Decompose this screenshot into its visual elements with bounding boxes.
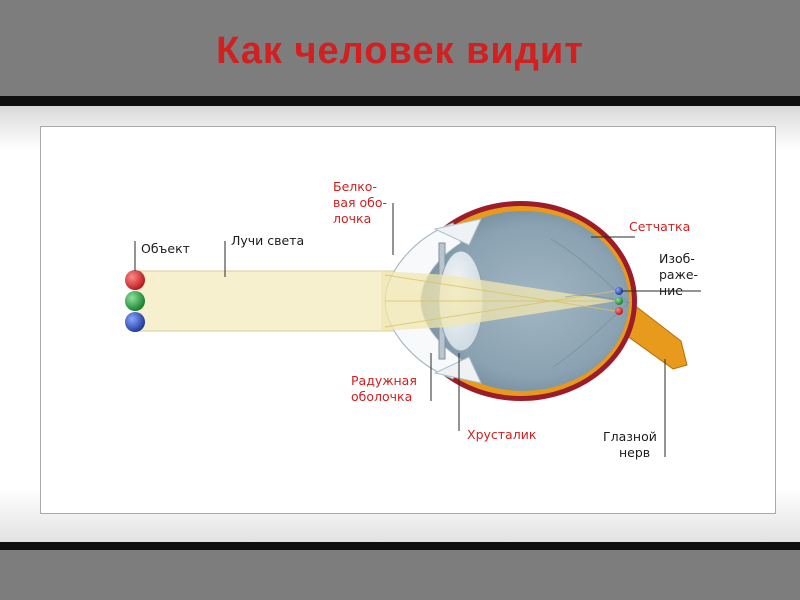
object-dot-blue [125, 312, 145, 332]
slide-title: Как человек видит [216, 30, 584, 72]
label-object: Объект [141, 241, 190, 256]
ray-red [384, 274, 616, 312]
label-rays: Лучи света [231, 233, 304, 248]
label-image-2: раже- [659, 267, 698, 282]
label-lens: Хрусталик [467, 427, 537, 442]
sclera-front-bottom [433, 356, 482, 384]
ray-blue [384, 290, 616, 328]
label-iris-1: Радужная [351, 373, 417, 388]
eye-diagram: Объект Лучи света Белко- вая обо- лочка … [125, 179, 701, 460]
image-dot-red [615, 307, 623, 315]
eye-diagram-card: Объект Лучи света Белко- вая обо- лочка … [40, 126, 776, 514]
label-image-1: Изоб- [659, 251, 695, 266]
label-sclera-3: лочка [333, 211, 371, 226]
rays-fill [137, 271, 399, 331]
bottom-divider-band [0, 542, 800, 550]
object-dot-red [125, 270, 145, 290]
image-dot-blue [615, 287, 623, 295]
label-sclera-1: Белко- [333, 179, 377, 194]
label-sclera-2: вая обо- [333, 195, 387, 210]
light-rays-band [137, 270, 399, 332]
label-optic-nerve-2: нерв [619, 445, 650, 460]
leader-lines [134, 203, 701, 457]
sclera-front-top [433, 218, 482, 246]
label-retina: Сетчатка [629, 219, 690, 234]
label-optic-nerve-1: Глазной [603, 429, 657, 444]
top-divider-band [0, 96, 800, 106]
image-dot-green [615, 297, 623, 305]
label-iris-2: оболочка [351, 389, 412, 404]
object-dot-green [125, 291, 145, 311]
label-image-3: ние [659, 283, 683, 298]
